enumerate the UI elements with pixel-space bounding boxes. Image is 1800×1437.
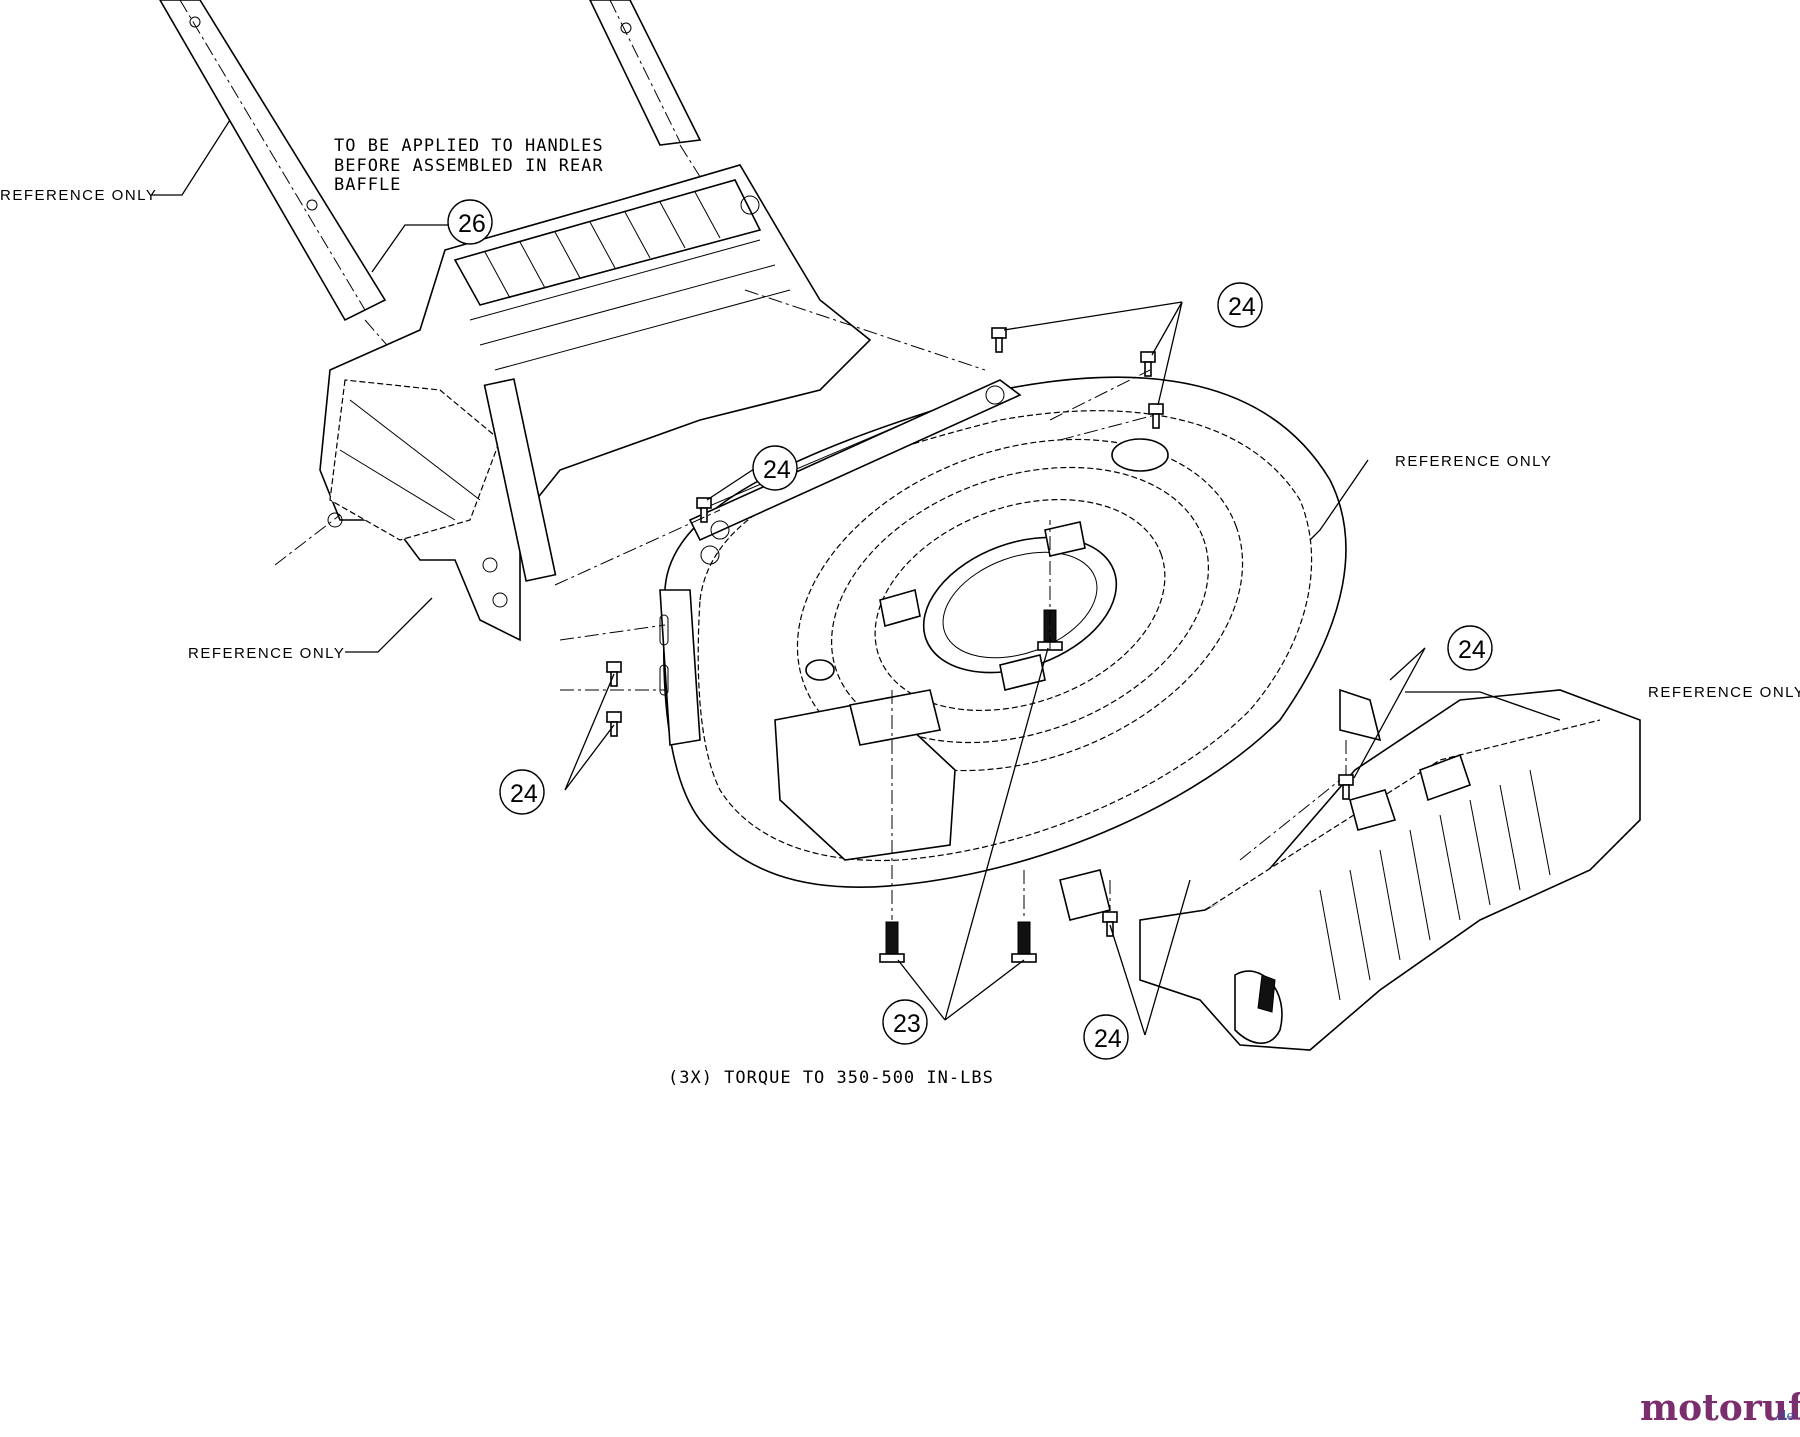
centerlines [554,289,1347,920]
svg-text:23: 23 [893,1010,921,1038]
bolts-24 [606,327,1354,937]
chute-ribs [1319,769,1551,1001]
reference-only-baffle: REFERENCE ONLY [188,645,345,662]
callout-23: 23 [882,999,928,1045]
torque-note: (3X) TORQUE TO 350-500 IN-LBS [668,1068,994,1088]
baffle-slats [469,191,791,371]
bolt [879,921,905,963]
svg-text:24: 24 [1458,636,1486,664]
svg-text:24: 24 [1094,1025,1122,1053]
bolt [696,497,712,523]
bolt [1011,921,1037,963]
svg-text:24: 24 [1228,293,1256,321]
reference-only-handles: REFERENCE ONLY [0,187,157,204]
discharge-chute [1139,689,1641,1051]
handle-note: TO BE APPLIED TO HANDLES BEFORE ASSEMBLE… [334,136,604,195]
callout-24-middle: 24 [752,445,798,491]
reference-only-chute: REFERENCE ONLY [1648,684,1800,701]
callout-24-bottom: 24 [1083,1014,1129,1060]
handle-note-line-1: TO BE APPLIED TO HANDLES [334,136,604,156]
handle-note-line-2: BEFORE ASSEMBLED IN REAR [334,156,604,176]
watermark-brand: motoruf [1640,1387,1800,1429]
svg-text:24: 24 [510,780,538,808]
bolt [606,661,622,687]
handle-note-line-3: BAFFLE [334,175,401,195]
reference-only-deck: REFERENCE ONLY [1395,453,1552,470]
watermark-suffix: .de [1774,1409,1794,1424]
callout-24-left: 24 [499,769,545,815]
bolt [1140,351,1156,377]
bolts-23 [879,609,1063,963]
motoruf-watermark: motoruf .de [1640,1387,1800,1429]
bolt [1148,403,1164,429]
callout-26: 26 [447,199,493,245]
svg-text:26: 26 [458,210,486,238]
leader-lines [152,119,1561,1036]
callout-24-right: 24 [1447,625,1493,671]
callout-24-top: 24 [1217,282,1263,328]
bolt [991,327,1007,353]
bolt [1102,911,1118,937]
rear-baffle-assembly [274,164,872,642]
svg-text:24: 24 [763,456,791,484]
mower-deck [659,376,1382,921]
